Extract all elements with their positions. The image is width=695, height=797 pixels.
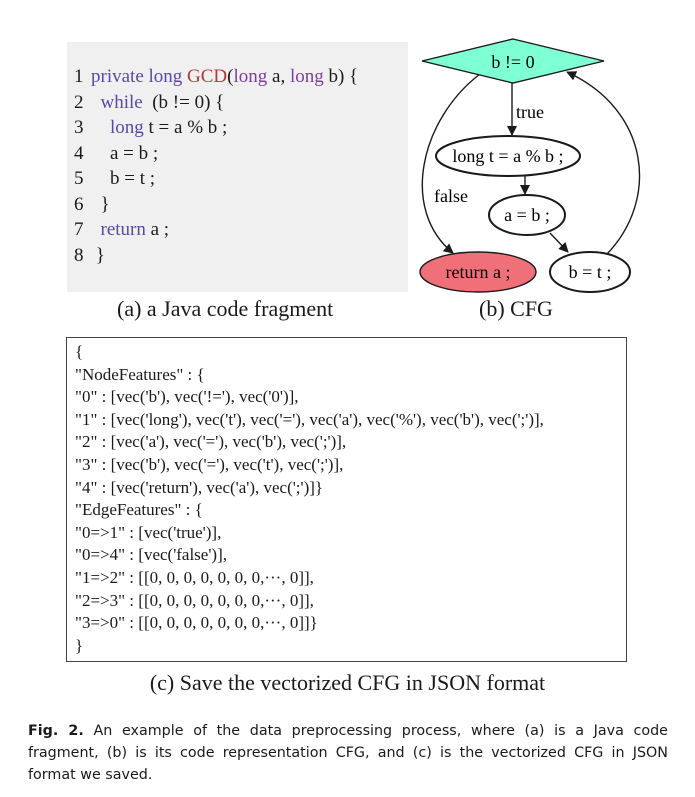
edge-back-to-cond (566, 71, 641, 256)
json-line: "0=>4" : [vec('false')], (75, 545, 227, 565)
json-line: "0=>1" : [vec('true')], (75, 522, 222, 542)
code-line-number: 2 (74, 91, 84, 113)
edge-label-true: true (516, 102, 544, 122)
json-line: "1" : [vec('long'), vec('t'), vec('='), … (75, 409, 544, 429)
code-line-number: 6 (74, 193, 84, 215)
code-token: long (91, 117, 144, 138)
cfg-diagram: b != 0 long t = a % b ; a = b ; return a… (419, 38, 641, 293)
code-line: 2 while (b != 0) { (74, 92, 224, 114)
figure-label: Fig. 2. (28, 723, 84, 739)
json-line: "3" : [vec('b'), vec('='), vec('t'), vec… (75, 455, 344, 474)
json-line: "NodeFeatures" : { (75, 364, 205, 384)
cfg-caption: (b) CFG (479, 296, 553, 321)
code-token: a, (267, 66, 290, 87)
json-line: "1=>2" : [[0, 0, 0, 0, 0, 0, 0,···, 0]], (75, 568, 314, 587)
cfg-node-condition-label: b != 0 (491, 52, 534, 72)
code-token: b) { (323, 66, 359, 87)
code-line-number: 4 (74, 142, 84, 164)
code-token: GCD (187, 66, 228, 87)
json-line: "4" : [vec('return'), vec('a'), vec(';')… (75, 477, 324, 497)
cfg-node-assign-t (435, 135, 581, 177)
cfg-node-condition (421, 38, 605, 84)
code-caption: (a) a Java code fragment (117, 296, 334, 321)
code-token: while (91, 91, 148, 113)
code-token: ( (227, 66, 234, 87)
json-line: "2" : [vec('a'), vec('='), vec('b'), vec… (75, 432, 347, 452)
figure-caption-text: An example of the data preprocessing pro… (28, 723, 668, 783)
json-line: "EdgeFeatures" : { (75, 500, 203, 520)
code-line-number: 8 (74, 244, 84, 266)
code-line-number: 7 (74, 219, 84, 240)
json-line: "3=>0" : [[0, 0, 0, 0, 0, 0, 0,···, 0]]} (75, 613, 318, 633)
code-token: t = a % b ; (143, 117, 228, 138)
code-token: long (289, 66, 324, 87)
code-token: (b != 0) { (147, 91, 225, 113)
cfg-node-return (419, 251, 537, 293)
edge-false (421, 73, 481, 254)
code-line: 6 } (74, 194, 110, 216)
code-token: a = b ; (91, 142, 159, 164)
json-caption: (c) Save the vectorized CFG in JSON form… (149, 670, 546, 695)
code-line-number: 3 (74, 117, 84, 138)
code-token: } (91, 244, 105, 266)
cfg-node-return-label: return a ; (446, 262, 511, 282)
code-token: long (233, 66, 268, 87)
json-line: "0" : [vec('b'), vec('!='), vec('0')], (75, 387, 299, 407)
code-token: } (91, 193, 110, 215)
code-token: b = t ; (91, 168, 156, 189)
cfg-node-assign-b-label: b = t ; (569, 262, 612, 282)
json-line: "2=>3" : [[0, 0, 0, 0, 0, 0, 0,···, 0]], (75, 590, 314, 610)
json-line: { (75, 342, 84, 361)
code-line: 4 a = b ; (74, 143, 158, 165)
edge-a-to-b (549, 232, 569, 253)
code-token: a ; (145, 219, 170, 240)
json-line: } (75, 635, 84, 655)
code-line-number: 1 (74, 66, 84, 87)
code-token: return (91, 219, 146, 240)
cfg-node-assign-a-label: a = b ; (504, 205, 550, 225)
code-line: 5 b = t ; (74, 168, 155, 190)
code-token: private long (91, 66, 188, 87)
code-line: 3 long t = a % b ; (74, 117, 227, 139)
figure-caption: Fig. 2. An example of the data preproces… (28, 720, 668, 786)
code-line: 7 return a ; (74, 219, 169, 241)
cfg-node-assign-b (549, 251, 631, 293)
edge-label-false: false (434, 186, 468, 206)
cfg-node-assign-t-label: long t = a % b ; (452, 146, 563, 166)
code-line-number: 5 (74, 168, 84, 189)
json-panel: { "NodeFeatures" : { "0" : [vec('b'), vec(… (66, 337, 627, 662)
cfg-node-assign-a (488, 194, 566, 236)
code-line: 8 } (74, 245, 105, 267)
